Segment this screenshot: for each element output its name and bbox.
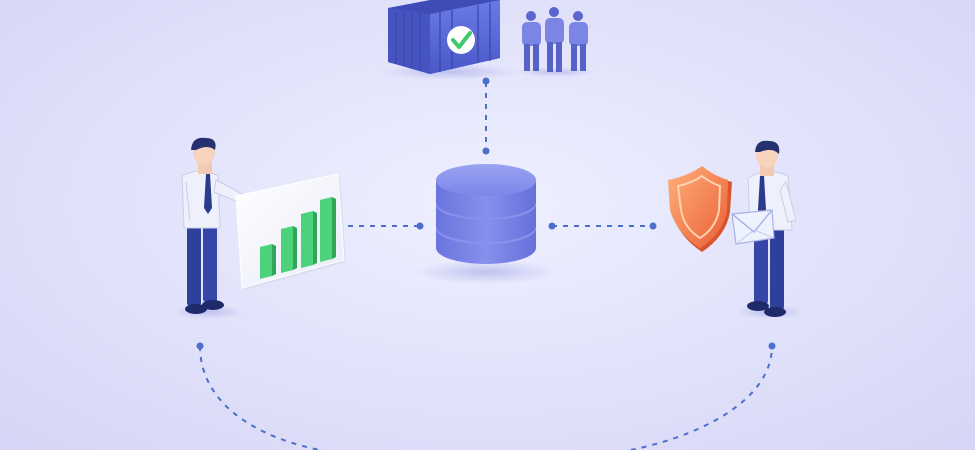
envelope-icon [731, 209, 775, 245]
chart-bars [260, 197, 336, 279]
shield-icon [668, 166, 732, 252]
container-check-icon [380, 0, 520, 80]
database-icon [416, 164, 556, 284]
connector-bottom-loop [199, 345, 773, 450]
check-icon [451, 31, 472, 49]
analyst-person [172, 137, 259, 319]
connector-dots [196, 77, 776, 350]
connector-lines [199, 82, 773, 450]
bar-chart-icon [235, 173, 346, 290]
people-group-icon [516, 7, 596, 77]
